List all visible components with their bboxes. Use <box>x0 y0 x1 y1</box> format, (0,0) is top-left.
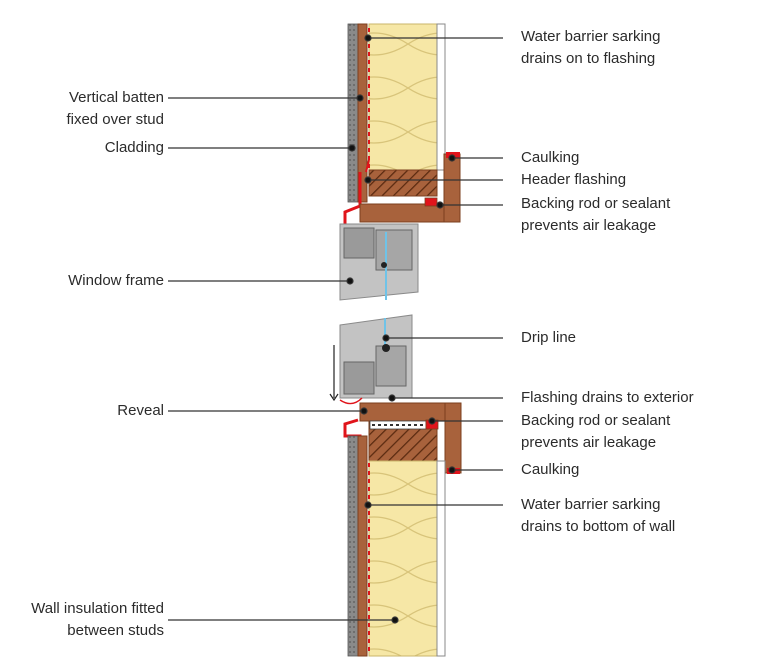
label-line: drains to bottom of wall <box>521 518 676 535</box>
label-wall-insulation: Wall insulation fitted between studs <box>31 598 164 642</box>
label-line: Window frame <box>68 272 164 289</box>
sill-timber <box>359 402 459 422</box>
header-flashing <box>359 203 451 223</box>
top-wall-section <box>343 23 461 224</box>
batten-bottom <box>357 435 368 657</box>
label-caulking-top: Caulking <box>521 147 579 169</box>
label-line: Reveal <box>117 402 164 419</box>
label-line: Backing rod or sealant <box>521 195 671 212</box>
insulation-bottom <box>368 460 438 657</box>
label-line: prevents air leakage <box>521 217 657 234</box>
label-cladding: Cladding <box>105 137 164 159</box>
label-water-barrier-top: Water barrier sarking drains on to flash… <box>521 26 660 70</box>
label-line: Flashing drains to exterior <box>521 389 694 406</box>
cladding-top <box>347 23 359 203</box>
label-line: Caulking <box>521 461 580 478</box>
sill-trim <box>444 402 462 474</box>
label-flashing-drains: Flashing drains to exterior <box>521 387 694 409</box>
label-backing-rod-bottom: Backing rod or sealant prevents air leak… <box>521 410 670 454</box>
label-caulking-bottom: Caulking <box>521 459 579 481</box>
label-line: Vertical batten <box>68 89 164 106</box>
label-line: fixed over stud <box>66 111 164 128</box>
leader-lines <box>168 34 503 624</box>
label-vertical-batten: Vertical batten fixed over stud <box>66 87 164 131</box>
window-frame-top <box>339 223 419 301</box>
insulation-top <box>368 23 438 171</box>
label-line: Caulking <box>521 149 580 166</box>
header-timber <box>368 169 438 197</box>
label-line: Water barrier sarking <box>521 496 661 513</box>
cladding-bottom <box>347 435 359 657</box>
label-reveal: Reveal <box>117 400 164 422</box>
label-backing-rod-top: Backing rod or sealant prevents air leak… <box>521 193 670 237</box>
label-line: Header flashing <box>521 171 627 188</box>
label-line: Cladding <box>104 139 164 156</box>
label-line: Wall insulation fitted <box>31 600 164 617</box>
bottom-wall-section <box>343 402 462 657</box>
label-line: prevents air leakage <box>521 434 657 451</box>
label-window-frame: Window frame <box>68 270 164 292</box>
label-water-barrier-bottom: Water barrier sarking drains to bottom o… <box>521 494 675 538</box>
label-line: between studs <box>67 622 164 639</box>
label-line: Backing rod or sealant <box>521 412 671 429</box>
window-frame-bottom <box>329 314 413 405</box>
label-line: Drip line <box>521 329 577 346</box>
batten-top <box>357 23 368 203</box>
label-drip-line: Drip line <box>521 327 576 349</box>
label-line: drains on to flashing <box>521 50 656 67</box>
trim-top <box>443 153 461 223</box>
label-line: Water barrier sarking <box>521 28 661 45</box>
label-header-flashing: Header flashing <box>521 169 626 191</box>
